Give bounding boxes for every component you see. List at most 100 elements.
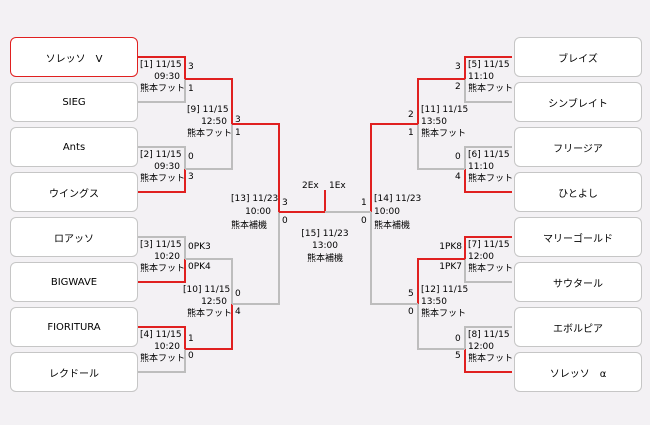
match-3-time: 10:20 (154, 252, 180, 262)
match-11-venue: 熊本フット (421, 129, 467, 139)
team-right-2[interactable]: シンブレイト (514, 82, 642, 122)
match-15-time: 13:00 (312, 241, 338, 251)
line-m4-top (138, 326, 186, 349)
line-m1-bot (138, 79, 186, 103)
line-m14-bot (370, 212, 418, 305)
final-score-left: 2Ex (302, 181, 319, 191)
line-m6-bot (464, 169, 512, 193)
match-5-venue: 熊本フット (468, 84, 514, 94)
team-name: Ants (62, 141, 86, 153)
match-6-time: 11:10 (468, 162, 494, 172)
match-13-score-top: 3 (282, 198, 288, 208)
team-left-3[interactable]: Ants (10, 127, 138, 167)
line-m8-bot (464, 349, 512, 373)
match-6-score-top: 0 (455, 152, 461, 162)
match-10-label: [10] 11/15 (183, 285, 231, 295)
match-5-score-top: 3 (455, 62, 461, 72)
line-m3-bot (138, 259, 186, 283)
line-m11-top (417, 78, 465, 124)
team-left-1[interactable]: ソレッソ V (10, 37, 138, 77)
match-7-time: 12:00 (468, 252, 494, 262)
match-2-venue: 熊本フット (140, 174, 186, 184)
line-m4-bot (138, 349, 186, 373)
line-m11-bot (417, 124, 465, 170)
team-name: シンブレイト (548, 98, 608, 110)
match-1-time: 09:30 (154, 72, 180, 82)
match-13-label: [13] 11/23 (231, 194, 279, 204)
match-14-label: [14] 11/23 (374, 194, 422, 204)
match-4-score-top: 1 (188, 334, 194, 344)
match-8-venue: 熊本フット (468, 354, 514, 364)
match-4-venue: 熊本フット (140, 354, 186, 364)
match-3-label: [3] 11/15 (140, 240, 182, 250)
team-left-4[interactable]: ウイングス (10, 172, 138, 212)
team-left-7[interactable]: FIORITURA (10, 307, 138, 347)
line-m13-bot (232, 212, 280, 305)
team-right-5[interactable]: マリーゴールド (514, 217, 642, 257)
line-m13-top (232, 123, 280, 212)
match-11-score-bottom: 1 (408, 128, 414, 138)
match-1-score-bottom: 1 (188, 84, 194, 94)
line-m10-top (185, 258, 233, 304)
team-name: マリーゴールド (543, 233, 613, 245)
match-15-venue: 熊本補機 (306, 254, 343, 264)
team-name: レクドール (49, 368, 99, 380)
team-right-8[interactable]: ソレッソ α (514, 352, 642, 392)
team-left-2[interactable]: SIEG (10, 82, 138, 122)
team-right-6[interactable]: サウタール (514, 262, 642, 302)
match-6-label: [6] 11/15 (468, 150, 510, 160)
line-m14-top (370, 123, 418, 212)
match-5-score-bottom: 2 (455, 82, 461, 92)
team-name: BIGWAVE (50, 276, 98, 288)
match-7-score-top: 1PK8 (439, 242, 462, 252)
match-3-score-bottom: 0PK4 (188, 262, 211, 272)
match-8-score-top: 0 (455, 334, 461, 344)
team-right-4[interactable]: ひとよし (514, 172, 642, 212)
team-name: ソレッソ α (549, 368, 607, 380)
match-4-time: 10:20 (154, 342, 180, 352)
team-name: ロアッソ (54, 233, 94, 245)
match-12-label: [12] 11/15 (421, 285, 469, 295)
team-right-1[interactable]: ブレイズ (514, 37, 642, 77)
match-2-score-top: 0 (188, 152, 194, 162)
match-8-time: 12:00 (468, 342, 494, 352)
team-name: エボルピア (553, 323, 603, 335)
match-12-score-bottom: 0 (408, 307, 414, 317)
match-7-score-bottom: 1PK7 (439, 262, 462, 272)
team-right-7[interactable]: エボルピア (514, 307, 642, 347)
match-11-label: [11] 11/15 (421, 105, 469, 115)
match-3-venue: 熊本フット (140, 264, 186, 274)
match-9-venue: 熊本フット (187, 129, 233, 139)
line-m8-top (464, 326, 512, 349)
line-m9-top (185, 78, 233, 124)
match-12-score-top: 5 (408, 289, 414, 299)
team-left-6[interactable]: BIGWAVE (10, 262, 138, 302)
match-2-label: [2] 11/15 (140, 150, 182, 160)
match-10-venue: 熊本フット (187, 309, 233, 319)
team-left-8[interactable]: レクドール (10, 352, 138, 392)
team-name: ウイングス (49, 188, 99, 200)
line-m7-bot (464, 259, 512, 283)
team-name: SIEG (62, 96, 86, 108)
match-14-time: 10:00 (374, 207, 400, 217)
match-4-score-bottom: 0 (188, 351, 194, 361)
match-1-label: [1] 11/15 (140, 60, 182, 70)
match-9-score-bottom: 1 (235, 128, 241, 138)
match-15-label: [15] 11/23 (301, 229, 349, 239)
line-m9-bot (185, 124, 233, 170)
match-5-time: 11:10 (468, 72, 494, 82)
match-2-time: 09:30 (154, 162, 180, 172)
team-right-3[interactable]: フリージア (514, 127, 642, 167)
match-12-time: 13:50 (421, 297, 447, 307)
team-left-5[interactable]: ロアッソ (10, 217, 138, 257)
match-9-score-top: 3 (235, 115, 241, 125)
match-14-score-bottom: 0 (361, 216, 367, 226)
match-14-score-top: 1 (361, 198, 367, 208)
match-3-score-top: 0PK3 (188, 242, 211, 252)
match-11-time: 13:50 (421, 117, 447, 127)
line-m7-top (464, 236, 512, 259)
line-m2-top (138, 146, 186, 169)
match-11-score-top: 2 (408, 110, 414, 120)
line-m1-top (138, 56, 186, 79)
